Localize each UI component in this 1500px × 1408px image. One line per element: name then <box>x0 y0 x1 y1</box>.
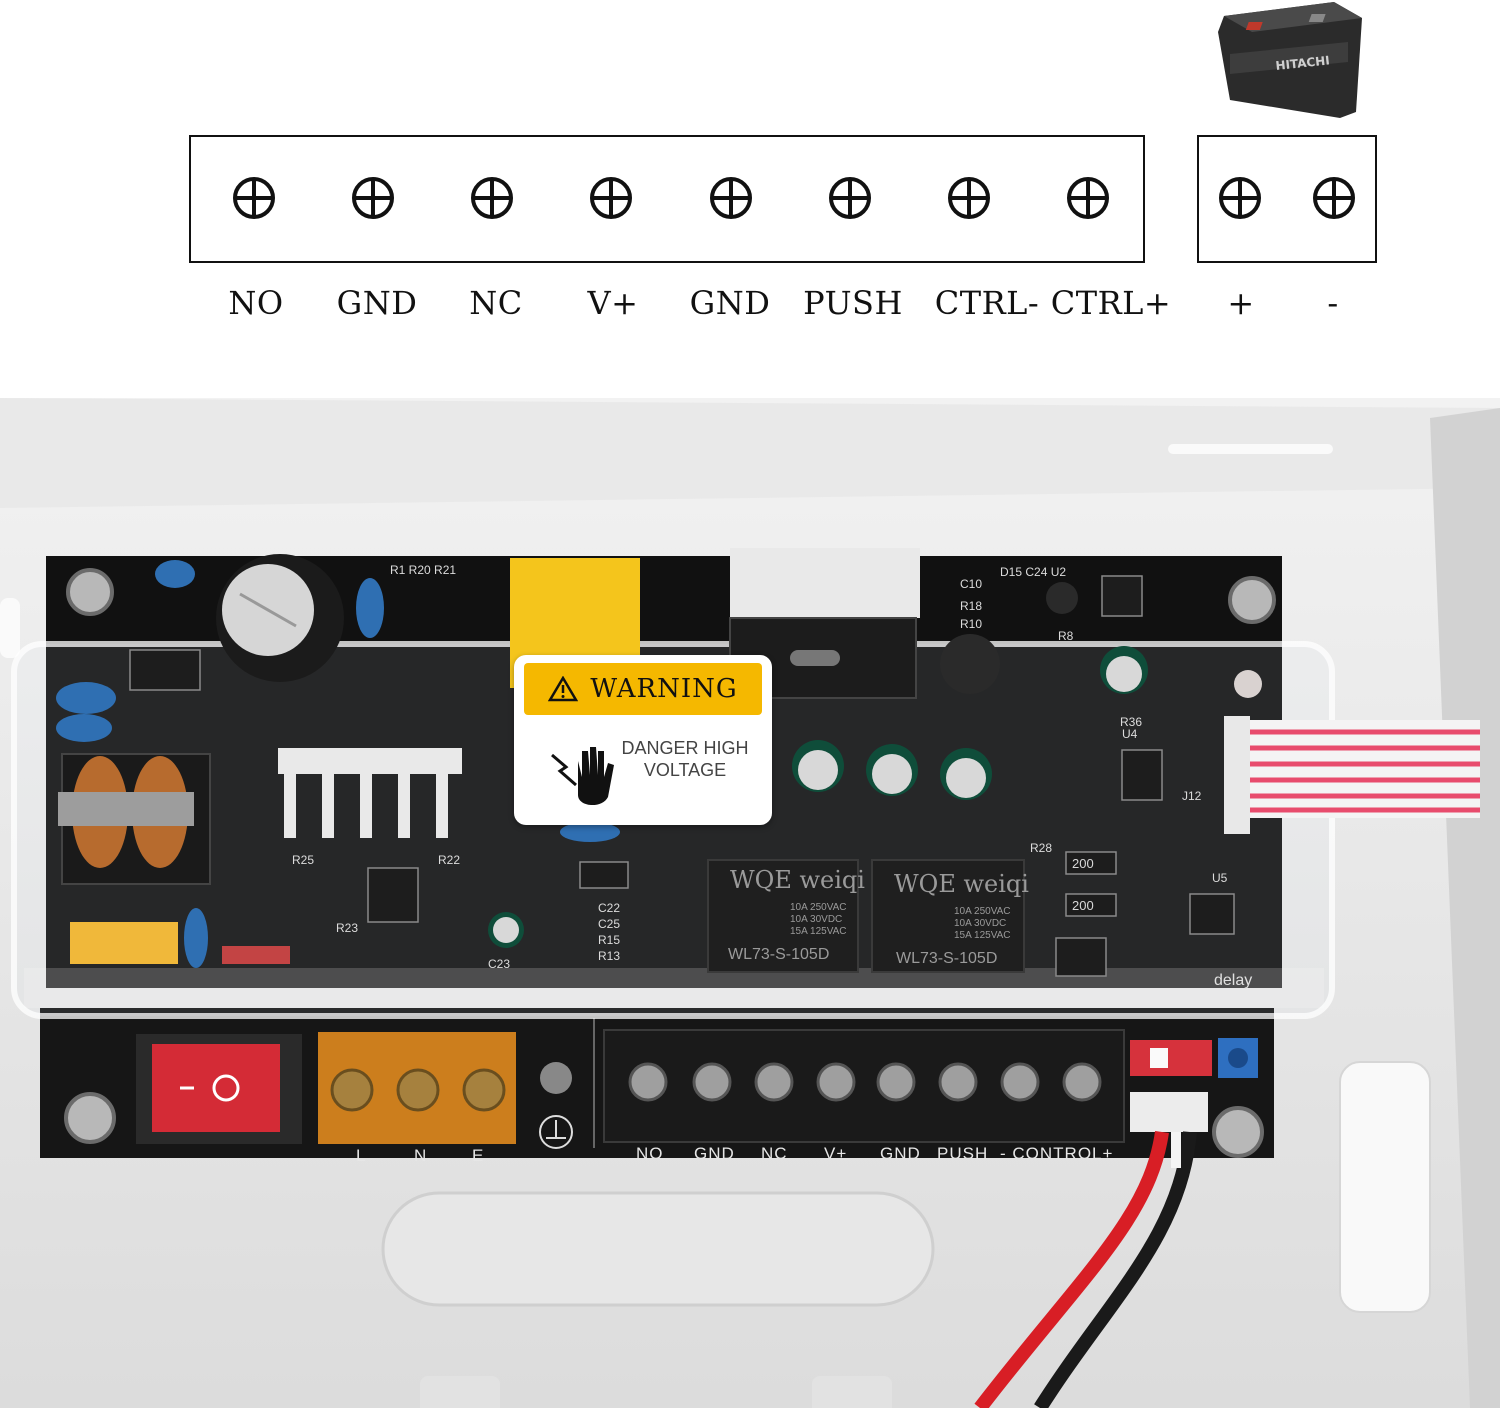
warning-line-1: DANGER HIGH <box>621 738 749 758</box>
warning-line-2: VOLTAGE <box>643 760 727 780</box>
delay-label: delay <box>1214 972 1253 989</box>
warning-text: DANGER HIGH VOLTAGE <box>610 737 760 781</box>
svg-text:R1 R20 R21: R1 R20 R21 <box>390 563 456 577</box>
board-label-no: NO <box>636 1144 664 1163</box>
terminal-screw-icon <box>352 177 394 219</box>
relay-1-specs: 10A 250VAC 10A 30VDC 15A 125VAC <box>790 902 847 937</box>
svg-text:C25: C25 <box>598 917 620 931</box>
terminal-label-v-plus: V+ <box>587 284 639 322</box>
electric-shock-hand-icon <box>551 747 614 806</box>
input-label-e: E <box>472 1146 485 1165</box>
warning-title: WARNING <box>590 674 738 704</box>
relay-2-brand: WQE weiqi <box>894 870 1029 898</box>
terminal-label-battery-plus: + <box>1227 284 1255 322</box>
board-label-v-plus: V+ <box>824 1144 848 1163</box>
input-label-n: N <box>414 1146 428 1165</box>
terminal-label-battery-minus: - <box>1327 284 1339 322</box>
svg-text:R28: R28 <box>1030 841 1052 855</box>
svg-text:C23: C23 <box>488 957 510 971</box>
main-terminal-block <box>189 135 1145 263</box>
terminal-screw-icon <box>948 177 990 219</box>
terminal-label-ctrl-plus: CTRL+ <box>1050 284 1172 322</box>
svg-text:R10: R10 <box>960 617 982 631</box>
board-label-push: PUSH <box>937 1144 989 1163</box>
terminal-screw-icon <box>233 177 275 219</box>
svg-text:R8: R8 <box>1058 629 1074 643</box>
terminal-screw-icon <box>710 177 752 219</box>
terminal-label-push: PUSH <box>803 284 903 322</box>
svg-text:U5: U5 <box>1212 871 1228 885</box>
resistor-label-1: 200 <box>1072 856 1094 871</box>
terminal-screw-icon <box>829 177 871 219</box>
svg-text:R22: R22 <box>438 853 460 867</box>
svg-text:D15 C24 U2: D15 C24 U2 <box>1000 565 1066 579</box>
relay-1-model: WL73-S-105D <box>728 946 830 963</box>
svg-text:R25: R25 <box>292 853 314 867</box>
input-label-l: L <box>356 1146 367 1165</box>
relay-1-brand: WQE weiqi <box>730 866 865 894</box>
svg-text:R23: R23 <box>336 921 358 935</box>
svg-text:R18: R18 <box>960 599 982 613</box>
terminal-label-nc: NC <box>469 284 523 322</box>
svg-text:R36: R36 <box>1120 715 1142 729</box>
svg-text:C10: C10 <box>960 577 982 591</box>
terminal-screw-icon <box>471 177 513 219</box>
relay-2-specs: 10A 250VAC 10A 30VDC 15A 125VAC <box>954 906 1011 941</box>
board-label-control: - CONTROL+ <box>1000 1144 1114 1163</box>
relay-2-model: WL73-S-105D <box>896 950 998 967</box>
board-label-gnd-2: GND <box>880 1144 921 1163</box>
warning-sticker: WARNING DANGER HIGH VOLTAGE <box>514 655 772 825</box>
battery-image: HITACHI <box>1218 2 1362 118</box>
resistor-label-2: 200 <box>1072 898 1094 913</box>
svg-text:R13: R13 <box>598 949 620 963</box>
terminal-label-no: NO <box>228 284 284 322</box>
svg-text:U4: U4 <box>1122 727 1138 741</box>
terminal-screw-icon <box>1313 177 1355 219</box>
svg-text:C22: C22 <box>598 901 620 915</box>
svg-text:R15: R15 <box>598 933 620 947</box>
power-supply-photo: R1 R20 R21 D15 C24 U2 C10 R18 R10 R8 R36… <box>0 398 1500 1408</box>
terminal-label-gnd-2: GND <box>689 284 771 322</box>
terminal-screw-icon <box>590 177 632 219</box>
battery-brand-label: HITACHI <box>1275 53 1331 73</box>
svg-text:J12: J12 <box>1182 789 1202 803</box>
terminal-screw-icon <box>1067 177 1109 219</box>
terminal-screw-icon <box>1219 177 1261 219</box>
terminal-label-gnd: GND <box>336 284 418 322</box>
board-label-nc: NC <box>761 1144 788 1163</box>
warning-triangle-icon <box>548 676 579 702</box>
board-label-gnd: GND <box>694 1144 735 1163</box>
terminal-label-ctrl-minus: CTRL- <box>934 284 1040 322</box>
